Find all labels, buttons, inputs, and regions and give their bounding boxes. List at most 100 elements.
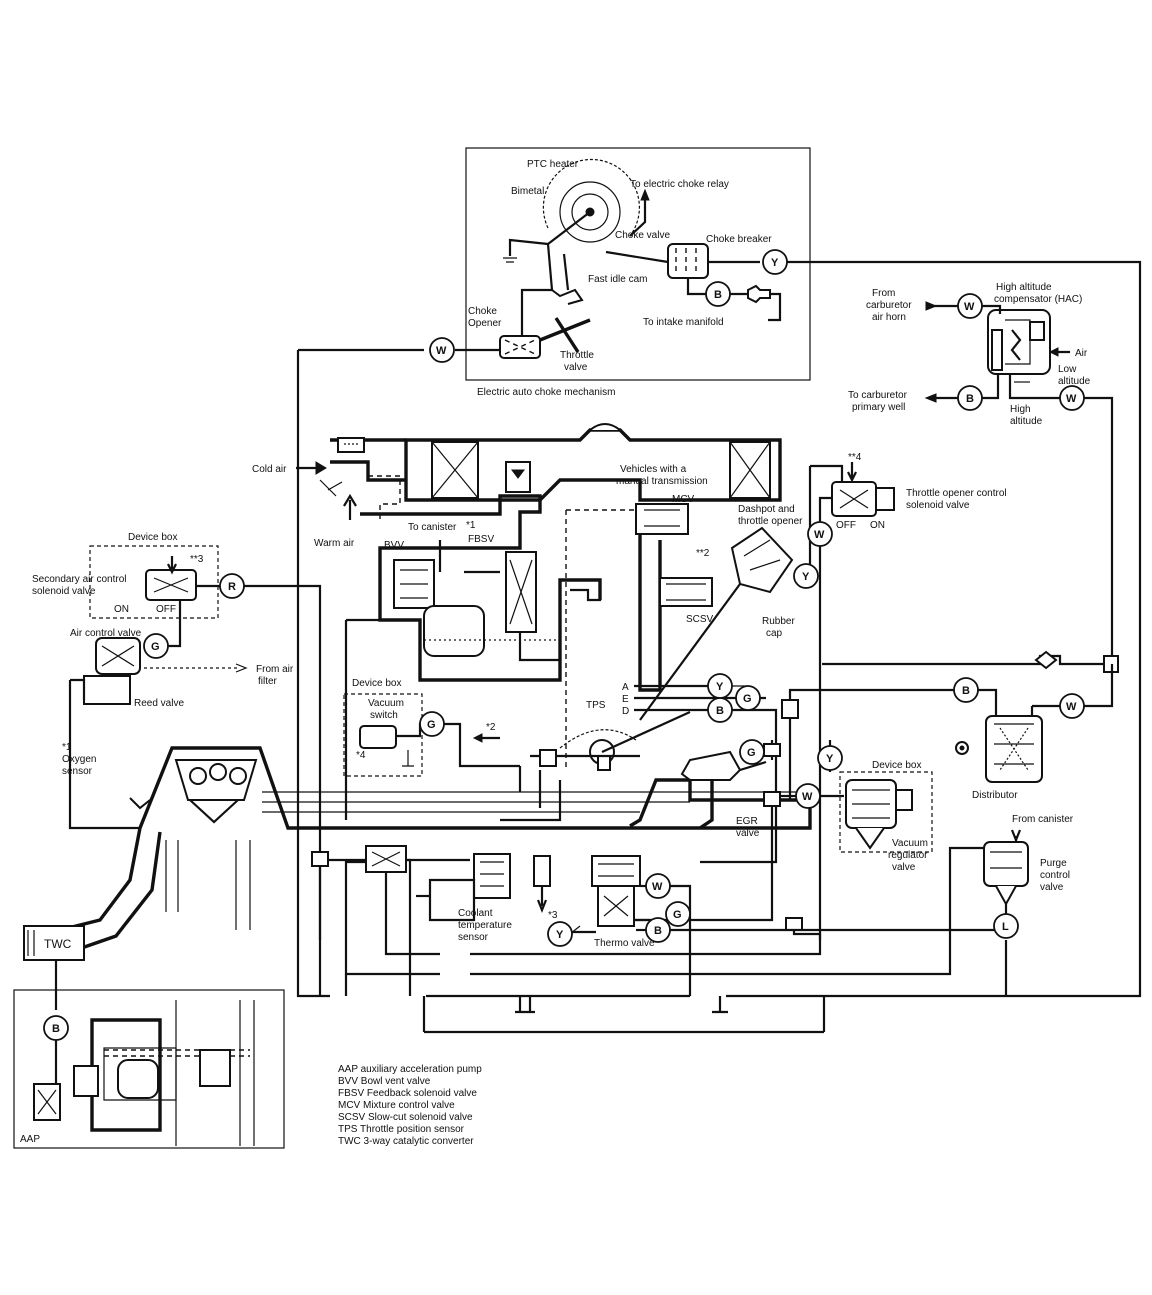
svg-text:W: W xyxy=(1066,393,1077,405)
svg-text:W: W xyxy=(1066,701,1077,713)
label-low-alt-2: altitude xyxy=(1058,376,1091,387)
legend-item: TPS Throttle position sensor xyxy=(338,1124,465,1135)
svg-text:L: L xyxy=(1002,921,1009,933)
label-purge-1: Purge xyxy=(1040,858,1067,869)
svg-text:B: B xyxy=(716,705,724,717)
label-on: ON xyxy=(870,520,885,531)
hose-left-trunk xyxy=(296,350,330,998)
vacuum-switch xyxy=(359,725,397,749)
label-fbsv: FBSV xyxy=(468,534,494,545)
label-throttle-valve-2: valve xyxy=(564,362,588,373)
label-choke-breaker: Choke breaker xyxy=(706,234,772,245)
throttle-position-sensor xyxy=(559,710,691,771)
label-reed-valve: Reed valve xyxy=(134,698,184,709)
label-from-air-filter-2: filter xyxy=(258,676,278,687)
svg-text:B: B xyxy=(966,393,974,405)
label-hac-2: compensator (HAC) xyxy=(994,294,1082,305)
oxygen-sensor xyxy=(129,797,151,810)
label-note-4: **4 xyxy=(848,452,862,463)
thermo-valve xyxy=(591,855,641,927)
hose-node-y-coolant: Y xyxy=(547,921,573,947)
label-dashpot-1: Dashpot and xyxy=(738,504,795,515)
svg-text:B: B xyxy=(714,289,722,301)
label-scsv: SCSV xyxy=(686,614,714,625)
hose-node-y-port-a: Y xyxy=(707,673,733,699)
label-aap: AAP xyxy=(20,1134,40,1145)
label-bimetal: Bimetal xyxy=(511,186,544,197)
device-box-vacuum-regulator xyxy=(839,771,933,853)
label-port-e: E xyxy=(622,694,629,705)
device-box-vacuum-switch xyxy=(343,693,423,777)
label-star4: *4 xyxy=(356,750,366,761)
hose-node-y-dashpot: Y xyxy=(793,563,819,589)
hose-node-b-intake: B xyxy=(705,281,731,307)
svg-text:W: W xyxy=(964,301,975,313)
label-device-box: Device box xyxy=(128,532,177,543)
choke-opener xyxy=(499,335,541,359)
aap-pump xyxy=(33,1000,255,1146)
svg-text:G: G xyxy=(151,641,160,653)
hose-node-g-thermo: G xyxy=(665,901,691,927)
hose-node-w-high-alt: W xyxy=(1059,385,1085,411)
svg-text:W: W xyxy=(802,791,813,803)
relay-arrow xyxy=(640,188,650,201)
label-coolant-1: Coolant xyxy=(458,908,493,919)
label-note-3: **3 xyxy=(190,554,204,565)
label-vacuum-switch-2: switch xyxy=(370,710,398,721)
hose-node-w-distributor: W xyxy=(1059,693,1085,719)
label-device-box-2: Device box xyxy=(352,678,401,689)
label-port-a: A xyxy=(622,682,629,693)
svg-text:W: W xyxy=(814,529,825,541)
label-oxygen-star1: *1 xyxy=(62,742,72,753)
label-coolant-2: temperature xyxy=(458,920,512,931)
label-ptc-heater: PTC heater xyxy=(527,159,579,170)
label-throttle-valve-1: Throttle xyxy=(560,350,594,361)
label-vehicles-mt-1: Vehicles with a xyxy=(620,464,687,475)
ground-wire xyxy=(508,238,549,256)
label-port-d: D xyxy=(622,706,629,717)
svg-text:W: W xyxy=(652,881,663,893)
label-oxygen-1: Oxygen xyxy=(62,754,96,765)
label-warm-air: Warm air xyxy=(314,538,355,549)
svg-text:G: G xyxy=(427,719,436,731)
label-vehicles-mt-2: manual transmission xyxy=(616,476,708,487)
label-star3: *3 xyxy=(548,910,558,921)
label-to-canister: To canister xyxy=(408,522,457,533)
carburetor-body xyxy=(360,494,602,682)
label-device-box-3: Device box xyxy=(872,760,921,771)
svg-text:Y: Y xyxy=(771,257,779,269)
aap-box xyxy=(13,989,285,1149)
vacuum-regulator-valve xyxy=(845,779,913,850)
label-on-left: ON xyxy=(114,604,129,615)
svg-text:R: R xyxy=(228,581,236,593)
scsv xyxy=(659,577,713,607)
label-high-alt-2: altitude xyxy=(1010,416,1043,427)
hose-node-b-port-d: B xyxy=(707,697,733,723)
label-from-canister: From canister xyxy=(1012,814,1074,825)
label-from-carb-2: carburetor xyxy=(866,300,912,311)
legend-item: AAP auxiliary acceleration pump xyxy=(338,1064,482,1075)
egr-valve xyxy=(680,750,742,781)
label-twc: TWC xyxy=(44,937,72,951)
high-altitude-compensator xyxy=(987,309,1051,375)
breaker-rod xyxy=(605,250,669,264)
label-cold-air: Cold air xyxy=(252,464,287,475)
exhaust-pipe xyxy=(59,827,142,932)
hose-node-g-vacuum-switch: G xyxy=(419,711,445,737)
label-air: Air xyxy=(1075,348,1088,359)
label-off: OFF xyxy=(836,520,856,531)
inline-restrictor xyxy=(747,284,771,304)
choke-link xyxy=(520,243,554,336)
label-egr-1: EGR xyxy=(736,816,758,827)
hose-node-l-purge: L xyxy=(993,913,1019,939)
label-from-carb-1: From xyxy=(872,288,895,299)
svg-text:G: G xyxy=(673,909,682,921)
label-off-left: OFF xyxy=(156,604,176,615)
label-throttle-opener-1: Throttle opener control xyxy=(906,488,1007,499)
hose-node-w-hac: W xyxy=(957,293,983,319)
hose-node-w-choke: W xyxy=(429,337,455,363)
label-star2: *2 xyxy=(486,722,496,733)
throttle-body xyxy=(638,534,662,692)
label-fast-idle-cam: Fast idle cam xyxy=(588,274,647,285)
relay-wire xyxy=(629,196,647,237)
